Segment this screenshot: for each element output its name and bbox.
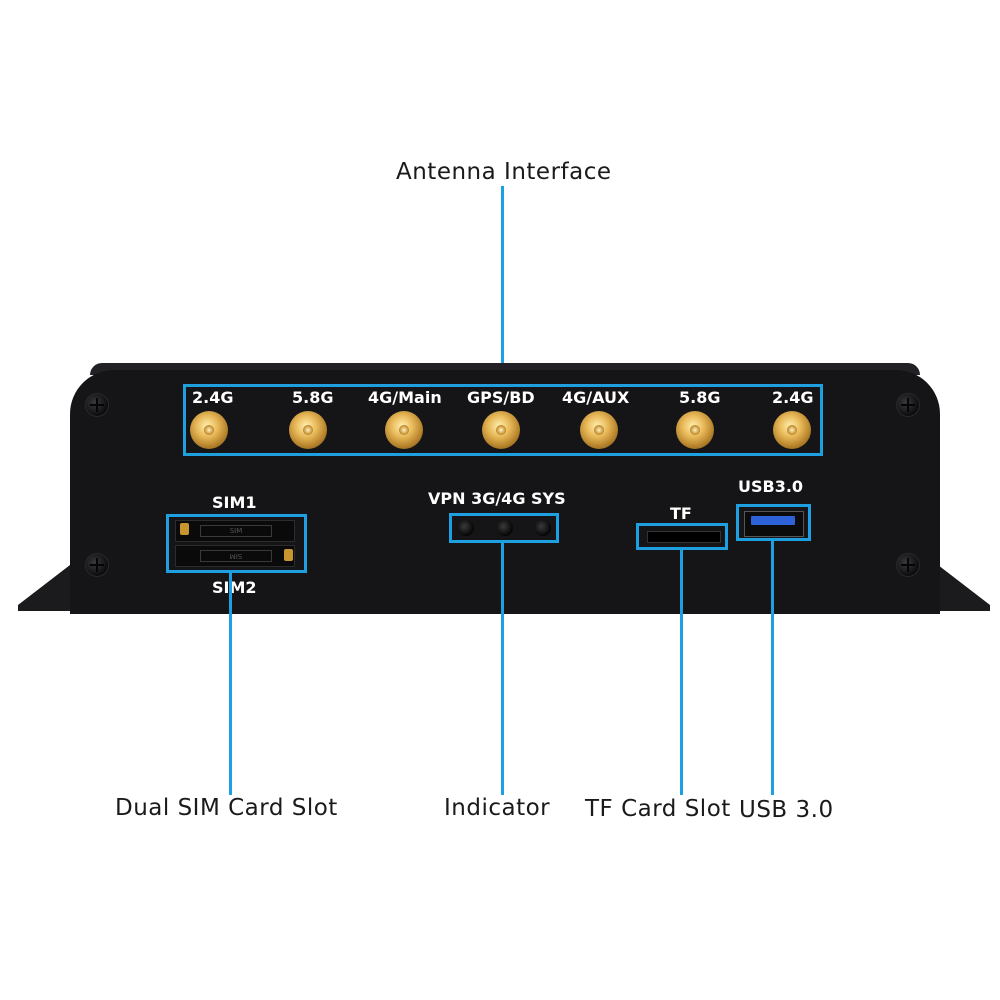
antenna-connector-icon (190, 411, 228, 449)
indicator-labels: VPN 3G/4G SYS (428, 489, 566, 508)
tf-callout-line (680, 550, 683, 795)
indicator-callout-line (501, 543, 504, 795)
dual-sim-label: Dual SIM Card Slot (115, 795, 338, 821)
antenna-connector-icon (385, 411, 423, 449)
antenna-label-4: GPS/BD (467, 388, 535, 407)
antenna-interface-label: Antenna Interface (396, 159, 612, 185)
sim1-eject-button[interactable] (180, 523, 189, 535)
antenna-connector-icon (580, 411, 618, 449)
sim-highlight-box (166, 514, 307, 573)
antenna-label-5: 4G/AUX (562, 388, 630, 407)
antenna-connector-icon (773, 411, 811, 449)
screw-icon (85, 553, 109, 577)
screw-icon (896, 553, 920, 577)
tf-card-slot-label: TF Card Slot (585, 796, 731, 822)
indicator-highlight-box (449, 513, 559, 543)
tf-card-slot[interactable] (647, 531, 721, 543)
antenna-label-7: 2.4G (772, 388, 814, 407)
antenna-label-3: 4G/Main (368, 388, 442, 407)
antenna-connector-icon (482, 411, 520, 449)
indicator-label: Indicator (444, 795, 551, 821)
usb-highlight-box (736, 504, 811, 541)
antenna-label-1: 2.4G (192, 388, 234, 407)
vpn-led-icon (458, 520, 474, 536)
antenna-connector-icon (676, 411, 714, 449)
right-mounting-flange (934, 565, 990, 611)
cellular-led-icon (497, 520, 513, 536)
tf-label: TF (670, 504, 692, 523)
screw-icon (896, 393, 920, 417)
usb-port-label: USB3.0 (738, 477, 804, 496)
sim1-slot-marking: SIM (200, 525, 272, 537)
sim-callout-line (229, 573, 232, 795)
usb-3-label: USB 3.0 (739, 797, 834, 823)
usb-port-tongue (751, 516, 795, 525)
sim2-label: SIM2 (212, 578, 257, 597)
antenna-label-6: 5.8G (679, 388, 721, 407)
tf-highlight-box (636, 523, 728, 550)
sim2-slot[interactable]: SIM (175, 545, 295, 567)
antenna-connector-icon (289, 411, 327, 449)
sim2-eject-button[interactable] (284, 549, 293, 561)
screw-icon (85, 393, 109, 417)
antenna-callout-line (501, 186, 504, 386)
antenna-label-2: 5.8G (292, 388, 334, 407)
sys-led-icon (535, 520, 551, 536)
sim1-label: SIM1 (212, 493, 257, 512)
usb-callout-line (771, 541, 774, 795)
antenna-highlight-box (183, 384, 823, 456)
left-mounting-flange (18, 565, 74, 611)
usb3-port[interactable] (744, 511, 804, 537)
router-front-panel (70, 370, 940, 614)
sim1-slot[interactable]: SIM (175, 520, 295, 542)
